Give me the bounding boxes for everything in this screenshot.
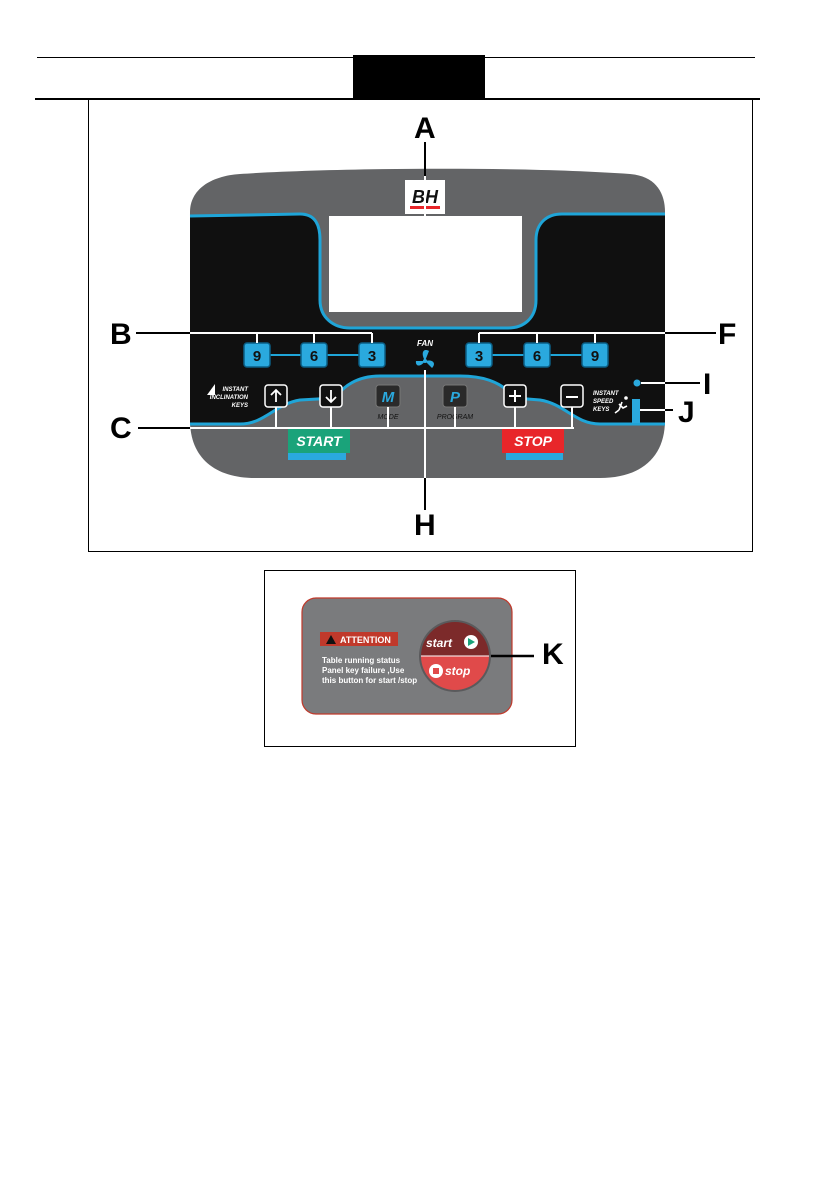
svg-text:INSTANT: INSTANT — [593, 391, 620, 397]
svg-text:stop: stop — [445, 664, 470, 678]
callout-h: H — [414, 511, 436, 541]
svg-text:P: P — [450, 389, 461, 406]
incline-down-button[interactable] — [320, 385, 342, 407]
program-button[interactable]: P — [443, 385, 467, 407]
svg-text:Table running status: Table running status — [322, 656, 401, 665]
emergency-start-stop-button[interactable]: start stop — [419, 620, 491, 692]
incline-quick-key-3[interactable]: 3 — [359, 343, 385, 367]
callout-f: F — [718, 320, 736, 350]
svg-text:start: start — [426, 636, 453, 650]
svg-text:Panel key failure ,Use: Panel key failure ,Use — [322, 666, 405, 675]
svg-text:SPEED: SPEED — [593, 399, 614, 405]
incline-quick-key-6[interactable]: 6 — [301, 343, 327, 367]
callout-b: B — [110, 320, 132, 350]
safety-diagram: ATTENTION Table running status Panel key… — [264, 570, 576, 747]
callout-k: K — [542, 640, 564, 670]
svg-text:ATTENTION: ATTENTION — [340, 635, 391, 645]
svg-text:this button for start /stop: this button for start /stop — [322, 676, 417, 685]
mode-button[interactable]: M — [376, 385, 400, 407]
svg-text:KEYS: KEYS — [232, 403, 248, 409]
callout-a: A — [414, 114, 436, 144]
stop-button[interactable]: STOP — [502, 429, 564, 460]
callout-j: J — [678, 398, 695, 428]
safety-key-slot — [632, 399, 640, 423]
svg-text:START: START — [296, 433, 343, 449]
callout-c: C — [110, 414, 132, 444]
svg-text:KEYS: KEYS — [593, 407, 609, 413]
svg-text:3: 3 — [368, 348, 376, 365]
svg-text:9: 9 — [253, 348, 261, 365]
fan-label: FAN — [417, 339, 433, 348]
svg-text:3: 3 — [475, 348, 483, 365]
callout-i: I — [703, 370, 711, 400]
console-diagram: B H 9 6 3 3 6 9 FAN INSTANT INCLINATION K… — [0, 0, 840, 560]
svg-text:INCLINATION: INCLINATION — [210, 395, 249, 401]
svg-text:STOP: STOP — [514, 433, 553, 449]
speed-plus-button[interactable] — [504, 385, 526, 407]
incline-quick-key-9[interactable]: 9 — [244, 343, 270, 367]
start-button[interactable]: START — [288, 429, 350, 460]
speed-quick-key-6[interactable]: 6 — [524, 343, 550, 367]
speed-quick-key-3[interactable]: 3 — [466, 343, 492, 367]
svg-text:6: 6 — [533, 348, 541, 365]
svg-text:9: 9 — [591, 348, 599, 365]
speed-minus-button[interactable] — [561, 385, 583, 407]
indicator-light — [634, 380, 641, 387]
svg-text:6: 6 — [310, 348, 318, 365]
svg-text:M: M — [382, 389, 395, 406]
speed-quick-key-9[interactable]: 9 — [582, 343, 608, 367]
svg-text:INSTANT: INSTANT — [222, 387, 249, 393]
incline-up-button[interactable] — [265, 385, 287, 407]
